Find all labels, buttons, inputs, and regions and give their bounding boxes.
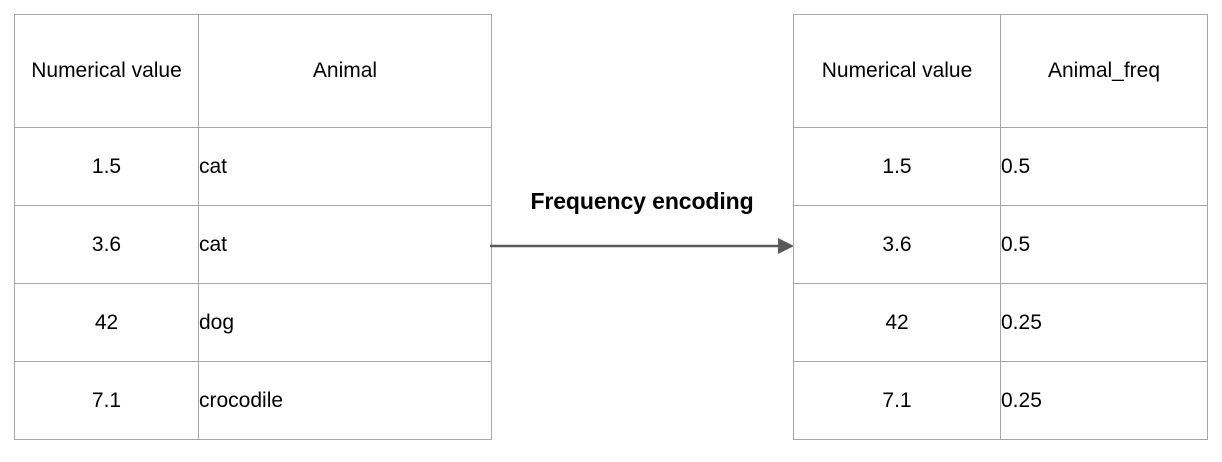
table-row: 1.5 cat xyxy=(14,127,492,206)
source-cell-animal-1: cat xyxy=(198,127,492,206)
encoded-cell-value-1: 1.5 xyxy=(793,127,1001,206)
source-cell-value-2: 3.6 xyxy=(14,205,199,284)
encoded-cell-value-3: 42 xyxy=(793,283,1001,362)
source-cell-animal-3: dog xyxy=(198,283,492,362)
encoded-cell-freq-1: 0.5 xyxy=(1000,127,1208,206)
encoded-cell-value-2: 3.6 xyxy=(793,205,1001,284)
source-cell-animal-4: crocodile xyxy=(198,361,492,440)
encoded-cell-value-4: 7.1 xyxy=(793,361,1001,440)
transformation-arrow-group: Frequency encoding xyxy=(488,186,796,266)
table-row: 7.1 0.25 xyxy=(793,361,1208,440)
encoded-cell-freq-4: 0.25 xyxy=(1000,361,1208,440)
table-header-row: Numerical value Animal_freq xyxy=(793,14,1208,128)
source-cell-value-3: 42 xyxy=(14,283,199,362)
table-row: 3.6 0.5 xyxy=(793,205,1208,284)
table-header-row: Numerical value Animal xyxy=(14,14,492,128)
encoded-table: Numerical value Animal_freq 1.5 0.5 3.6 … xyxy=(793,14,1208,440)
source-table: Numerical value Animal 1.5 cat 3.6 cat 4… xyxy=(14,14,492,440)
encoded-header-animal-freq: Animal_freq xyxy=(1000,14,1208,128)
table-row: 42 dog xyxy=(14,283,492,362)
table-row: 3.6 cat xyxy=(14,205,492,284)
source-cell-value-4: 7.1 xyxy=(14,361,199,440)
encoded-header-numerical-value: Numerical value xyxy=(793,14,1001,128)
table-row: 42 0.25 xyxy=(793,283,1208,362)
source-header-animal: Animal xyxy=(198,14,492,128)
source-cell-value-1: 1.5 xyxy=(14,127,199,206)
table-row: 1.5 0.5 xyxy=(793,127,1208,206)
encoded-cell-freq-2: 0.5 xyxy=(1000,205,1208,284)
encoded-cell-freq-3: 0.25 xyxy=(1000,283,1208,362)
source-header-numerical-value: Numerical value xyxy=(14,14,199,128)
source-cell-animal-2: cat xyxy=(198,205,492,284)
arrow-label: Frequency encoding xyxy=(530,188,754,214)
arrow-right-icon xyxy=(490,238,794,254)
table-row: 7.1 crocodile xyxy=(14,361,492,440)
